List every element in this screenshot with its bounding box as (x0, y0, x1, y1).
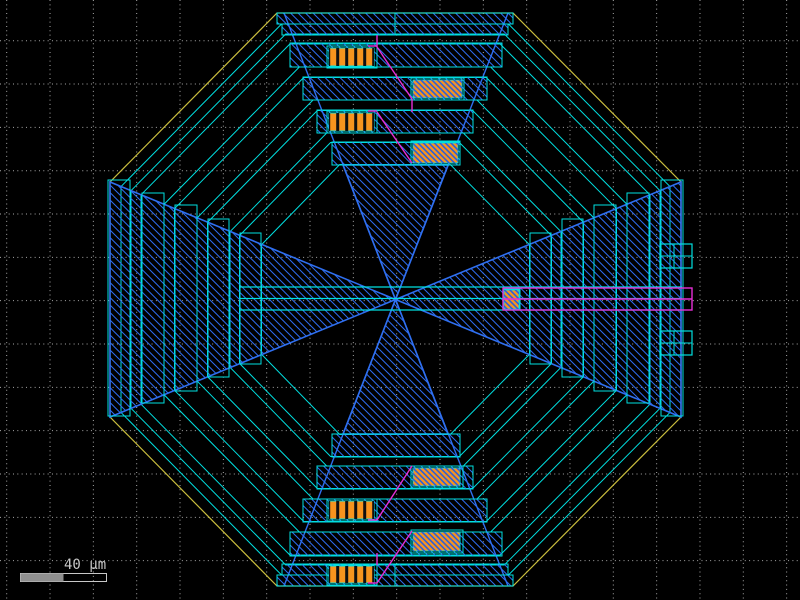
contact-box (326, 498, 378, 522)
scale-bar-fill (20, 573, 64, 582)
contact-pad-texture (413, 468, 460, 486)
electrode-finger (141, 192, 165, 404)
electrode-finger (207, 218, 230, 378)
spoke-fan (109, 180, 398, 419)
ring-bar (289, 42, 503, 68)
contact-box (410, 529, 464, 554)
scale-bar-label: 40 µm (64, 557, 106, 573)
scale-bar: 40 µm (20, 557, 107, 582)
contact-pad-texture (413, 80, 462, 98)
contact-box (326, 110, 378, 134)
contact-pad-texture (329, 566, 374, 583)
routing-trace (376, 46, 413, 100)
ring-bar (331, 433, 461, 458)
routing-traces (368, 35, 693, 584)
contact-pad-texture (413, 143, 458, 163)
ring-bar (289, 531, 503, 557)
coupler-squares (659, 243, 693, 356)
contact-box (326, 563, 378, 586)
electrode-finger (107, 179, 131, 417)
contact-pad-texture (413, 532, 460, 551)
contact-pad-texture (329, 501, 374, 519)
contact-box (410, 465, 464, 489)
electrode-finger (174, 204, 198, 392)
contact-box (410, 77, 465, 101)
contact-pad-texture (329, 113, 374, 131)
contact-box (326, 45, 378, 69)
contact-box (410, 140, 461, 166)
contact-pads (326, 45, 521, 586)
routing-trace (376, 111, 413, 164)
contact-pad-texture (329, 48, 374, 66)
routing-trace (376, 530, 413, 584)
routing-trace (376, 465, 413, 521)
